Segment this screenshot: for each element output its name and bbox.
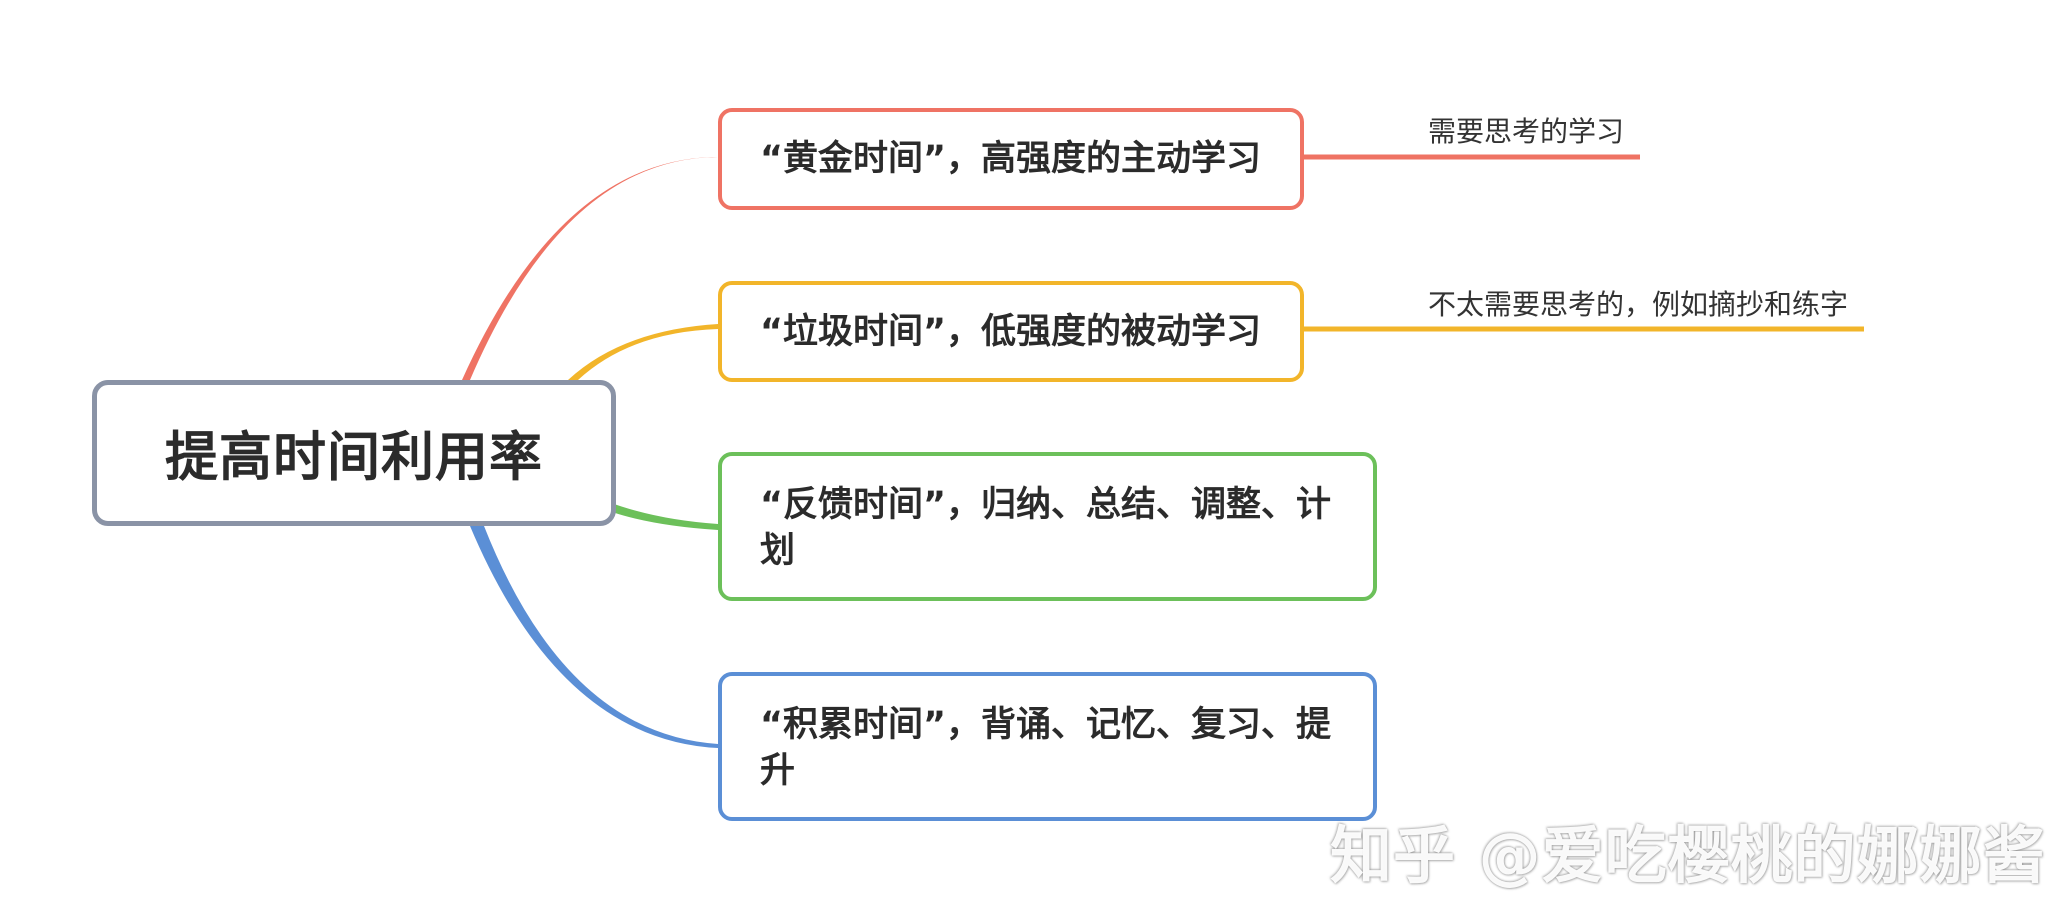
connector-branch-2 (568, 324, 718, 380)
branch-topic-junk-time[interactable]: “垃圾时间”，低强度的被动学习 (718, 281, 1304, 382)
connector-branch-3 (612, 504, 718, 530)
branch-topic-label: “黄金时间”，高强度的主动学习 (760, 139, 1262, 179)
branch-topic-feedback-time[interactable]: “反馈时间”，归纳、总结、调整、计划 (718, 452, 1377, 601)
root-topic-label: 提高时间利用率 (165, 427, 543, 488)
connector-branch-4 (470, 526, 718, 748)
watermark: 知乎 @爱吃樱桃的娜娜酱 (1330, 819, 2046, 892)
subtopic-note-golden-time[interactable]: 需要思考的学习 (1428, 115, 1625, 148)
branch-topic-golden-time[interactable]: “黄金时间”，高强度的主动学习 (718, 108, 1304, 210)
branch-topic-label: “垃圾时间”，低强度的被动学习 (760, 311, 1262, 352)
root-topic[interactable]: 提高时间利用率 (92, 380, 616, 526)
subtopic-note-junk-time[interactable]: 不太需要思考的，例如摘抄和练字 (1428, 288, 1849, 321)
branch-topic-accumulation-time[interactable]: “积累时间”，背诵、记忆、复习、提升 (718, 672, 1377, 821)
branch-topic-label: “积累时间”，背诵、记忆、复习、提升 (760, 705, 1332, 791)
connector-branch-1 (462, 157, 718, 380)
branch-topic-label: “反馈时间”，归纳、总结、调整、计划 (760, 485, 1332, 571)
